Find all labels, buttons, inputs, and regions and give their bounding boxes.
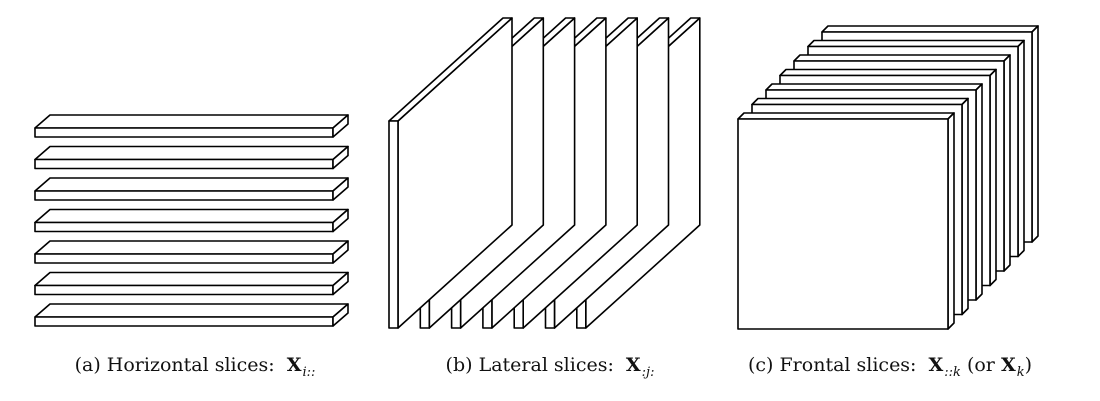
slice-top-face	[821, 25, 1039, 33]
slice-top-face	[34, 208, 349, 224]
tensor-symbol: X	[625, 354, 641, 376]
slice-front-face	[388, 120, 399, 329]
slice-side-face	[332, 145, 349, 170]
horizontal-slice	[34, 177, 349, 201]
slice-side-face	[1031, 25, 1039, 243]
caption-lateral-slices: (b) Lateral slices: X:j:	[385, 354, 715, 384]
slice-side-face	[989, 68, 997, 287]
caption-text: Frontal slices:	[779, 354, 917, 376]
horizontal-slice	[34, 208, 349, 233]
slice-side-face	[332, 240, 349, 264]
caption-frontal-slices: (c) Frontal slices: X::k (or Xk)	[710, 354, 1070, 384]
alt-tensor-subscript: k	[1016, 365, 1025, 380]
slice-top-face	[34, 303, 349, 318]
slice-front-face	[34, 253, 334, 264]
slice-top-face	[34, 271, 349, 287]
slice-side-face	[1017, 39, 1025, 258]
frontal-slice	[737, 112, 955, 330]
slice-front-face	[34, 316, 334, 327]
caption-label: (b)	[445, 354, 473, 376]
tensor-symbol: X	[286, 354, 302, 376]
alt-notation-close: )	[1024, 354, 1032, 376]
slice-side-face	[332, 177, 349, 201]
horizontal-slice	[34, 114, 349, 138]
slice-top-face	[807, 39, 1025, 48]
horizontal-slice	[34, 271, 349, 296]
slice-top-face	[793, 54, 1011, 62]
horizontal-slices-diagram	[34, 114, 349, 327]
caption-label: (c)	[747, 354, 774, 376]
horizontal-slice	[34, 145, 349, 170]
slice-side-face	[332, 208, 349, 233]
slice-top-face	[765, 83, 983, 91]
slice-front-face	[34, 158, 334, 170]
lateral-slices-diagram	[388, 17, 701, 329]
lateral-slice	[388, 17, 513, 329]
slice-top-face	[737, 112, 955, 120]
slice-side-face	[332, 114, 349, 138]
tensor-subscript: ::k	[944, 365, 961, 380]
slice-front-face	[34, 127, 334, 138]
slice-front-face	[34, 190, 334, 201]
slice-top-face	[34, 114, 349, 129]
slice-top-face	[779, 68, 997, 77]
slice-top-face	[34, 240, 349, 255]
tensor-subscript: :j:	[641, 365, 655, 380]
tensor-symbol: X	[928, 354, 944, 376]
slice-side-face	[1003, 54, 1011, 272]
slice-top-face	[34, 145, 349, 161]
slice-side-face	[332, 303, 349, 327]
horizontal-slice	[34, 240, 349, 264]
slice-front-face	[737, 118, 949, 330]
caption-text: Lateral slices:	[478, 354, 614, 376]
caption-text: Horizontal slices:	[106, 354, 275, 376]
slice-side-face	[961, 97, 969, 316]
slice-side-face	[975, 83, 983, 301]
caption-horizontal-slices: (a) Horizontal slices: Xi::	[30, 354, 360, 384]
tensor-subscript: i::	[302, 365, 316, 380]
slice-top-face	[751, 97, 969, 106]
slice-side-face	[947, 112, 955, 330]
caption-label: (a)	[74, 354, 101, 376]
slice-front-face	[34, 284, 334, 296]
horizontal-slice	[34, 303, 349, 327]
alt-tensor-symbol: X	[1000, 354, 1016, 376]
slice-side-face	[332, 271, 349, 296]
slice-top-face	[34, 177, 349, 192]
frontal-slices-diagram	[737, 25, 1039, 330]
alt-notation-open: (or	[966, 354, 995, 376]
slice-front-face	[34, 221, 334, 233]
